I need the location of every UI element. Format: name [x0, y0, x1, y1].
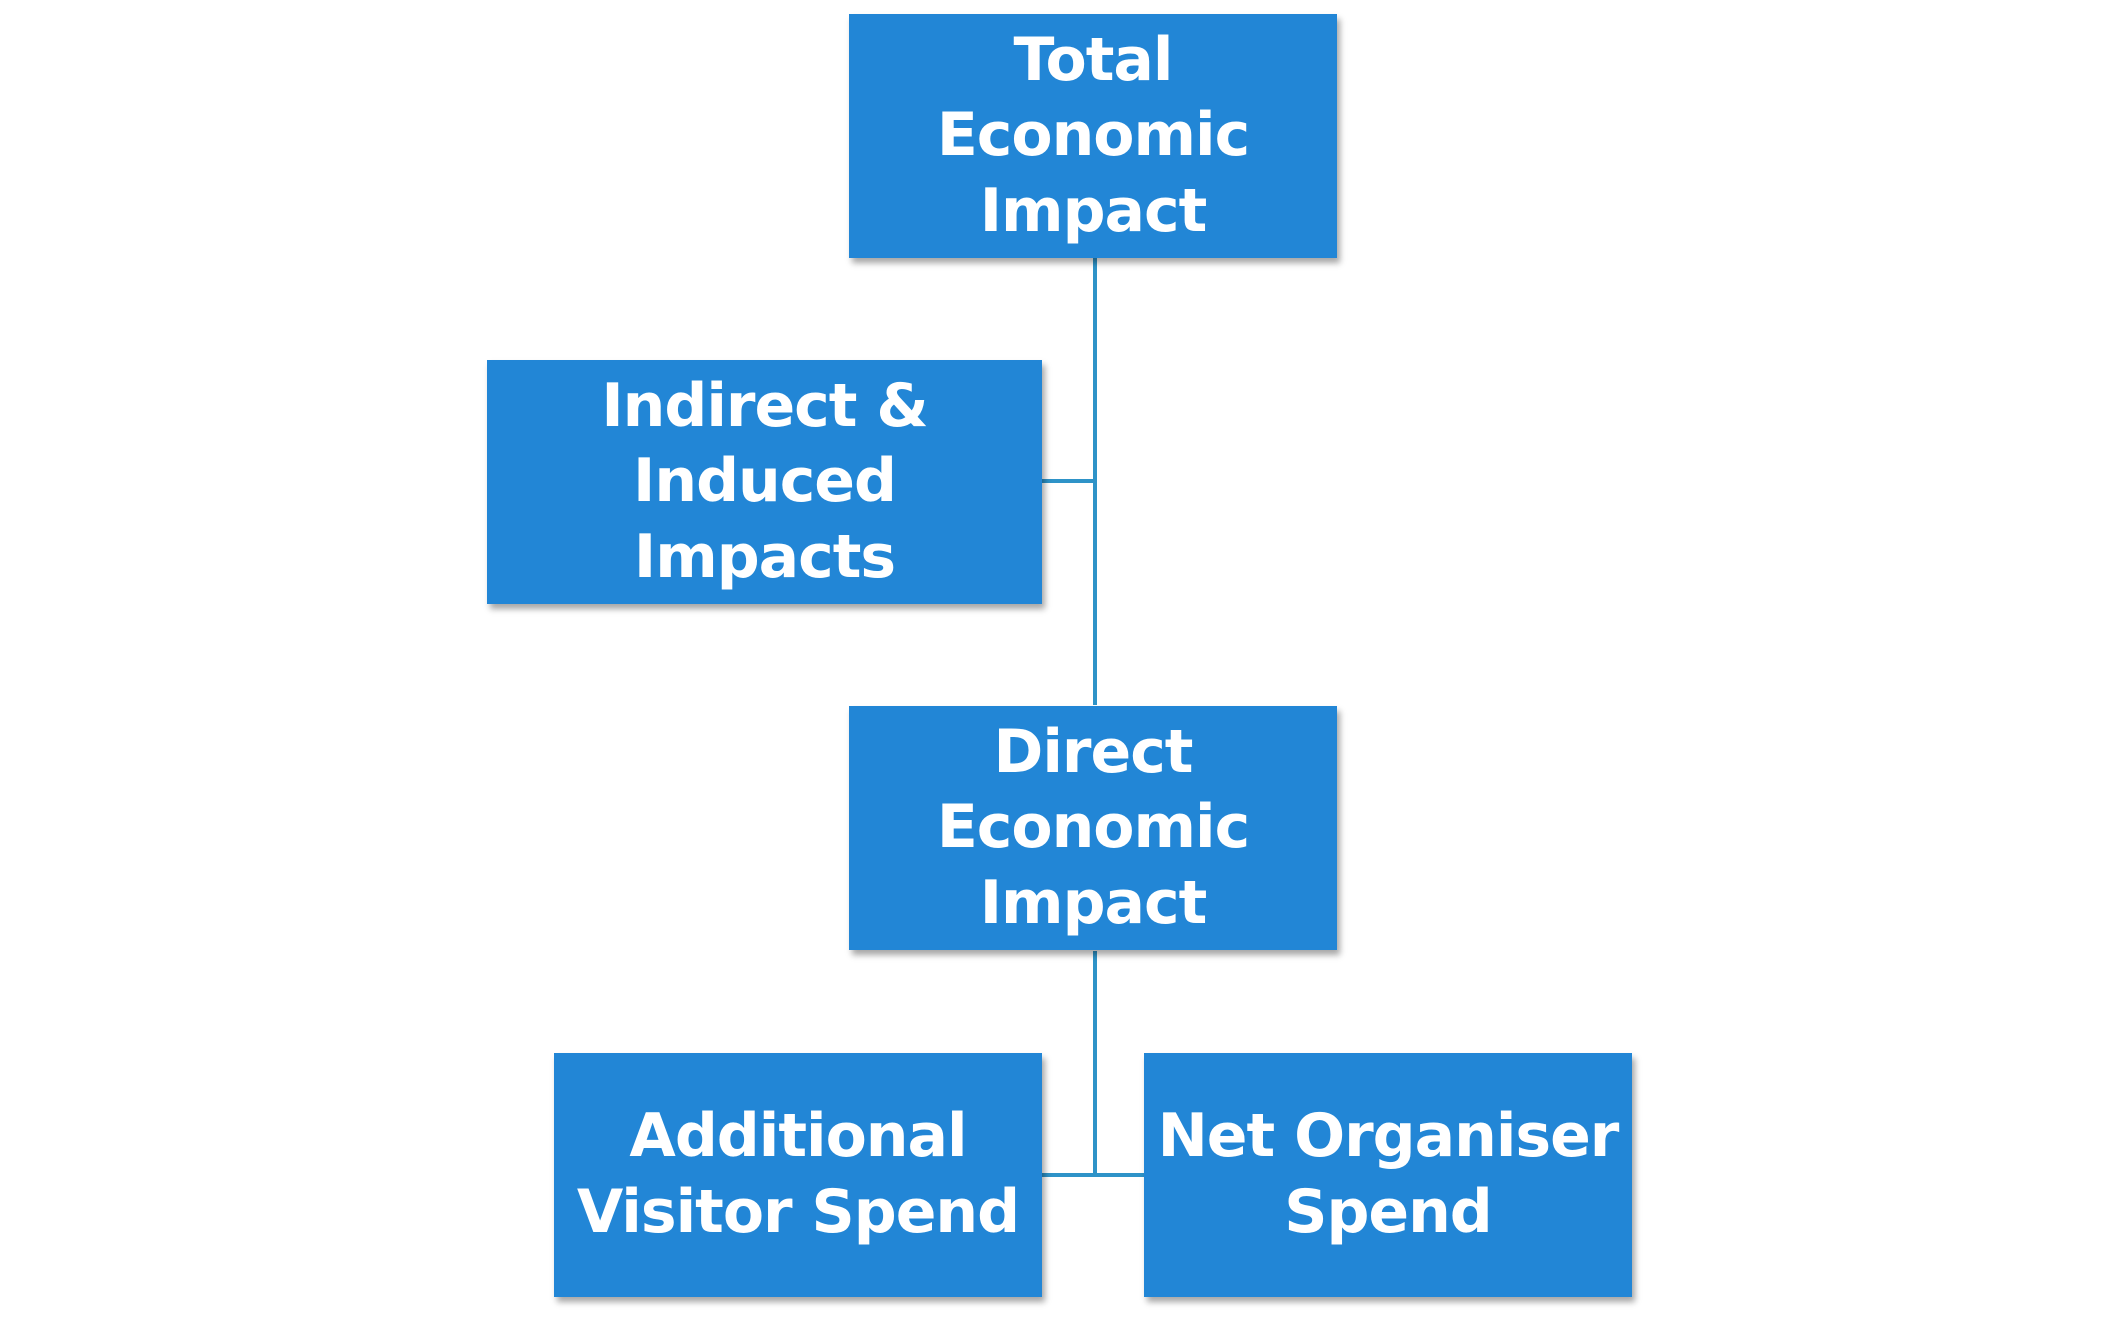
connector-direct-to-bottom	[1093, 951, 1097, 1176]
connector-indirect-to-spine	[1040, 479, 1097, 483]
node-label: Direct Economic Impact	[936, 716, 1250, 938]
node-label: Indirect & Induced Impacts	[601, 370, 928, 592]
connector-visitor-to-spine	[1040, 1173, 1097, 1177]
node-additional-visitor-spend: Additional Visitor Spend	[554, 1053, 1042, 1297]
node-label: Total Economic Impact	[936, 24, 1250, 246]
connector-organiser-to-spine	[1093, 1173, 1145, 1177]
node-total-economic-impact: Total Economic Impact	[849, 14, 1337, 258]
node-label: Additional Visitor Spend	[576, 1101, 1020, 1247]
node-net-organiser-spend: Net Organiser Spend	[1144, 1053, 1632, 1297]
node-direct-economic-impact: Direct Economic Impact	[849, 706, 1337, 950]
node-indirect-induced-impacts: Indirect & Induced Impacts	[487, 360, 1042, 604]
node-label: Net Organiser Spend	[1157, 1101, 1620, 1247]
